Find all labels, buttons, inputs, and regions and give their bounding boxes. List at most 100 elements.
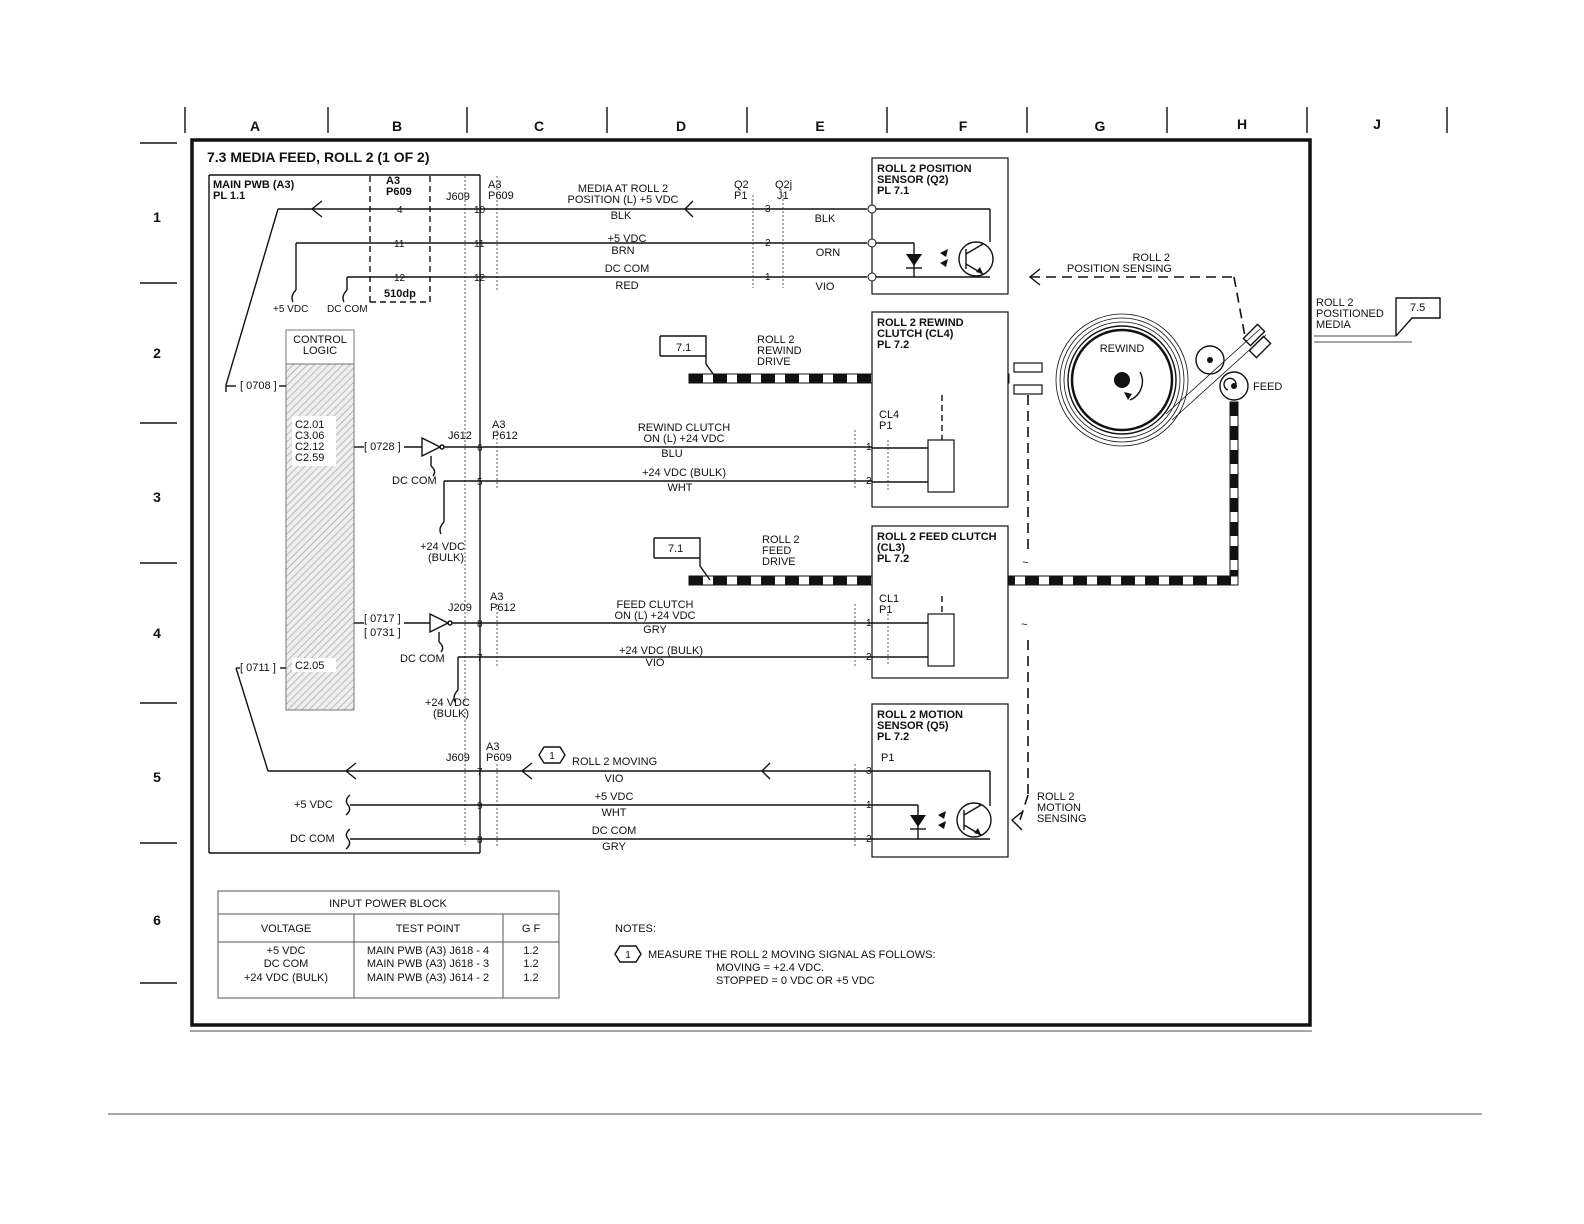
pin-label: 2: [866, 476, 872, 487]
ref-code: [ 0728 ]: [364, 441, 401, 453]
clutch-pl: PL 7.2: [877, 553, 909, 565]
feed-drive: 7.1 ROLL 2 FEED DRIVE: [653, 534, 800, 581]
pin-label: 8: [477, 835, 483, 846]
conn-p609-right: P609: [488, 190, 514, 202]
supply-label: +5 VDC: [294, 799, 333, 811]
note-marker: 1: [625, 950, 631, 961]
input-power-block: INPUT POWER BLOCK VOLTAGE TEST POINT G F…: [217, 890, 560, 999]
logic-code: C2.05: [295, 660, 324, 672]
table-header: G F: [522, 923, 541, 935]
table-cell: 1.2: [523, 945, 538, 957]
row-label: 2: [153, 345, 161, 361]
logic-code: C2.12: [295, 441, 324, 453]
signal-label: ON (L) +24 VDC: [615, 610, 696, 622]
feed-clutch: ROLL 2 FEED CLUTCH (CL3) PL 7.2 CL1 P1: [871, 525, 1009, 679]
pin-label: 10: [474, 205, 486, 216]
pin-label: 3: [765, 204, 771, 215]
sensor-pl: PL 7.2: [877, 731, 909, 743]
col-label: F: [959, 118, 968, 134]
clutch-title: ROLL 2 FEED CLUTCH: [877, 531, 997, 543]
supply-label: DC COM: [400, 653, 445, 665]
break-mark-icon: ~: [1021, 619, 1027, 631]
diagram-frame: [190, 138, 1312, 1027]
motion-sensing-path: ~ ROLL 2 MOTION SENSING: [1010, 619, 1087, 831]
pin-label: 1: [765, 272, 771, 283]
drive-label: ROLL 2: [757, 334, 795, 346]
conn-label: P612: [490, 602, 516, 614]
conn-510dp-label: 510dp: [384, 288, 416, 300]
sensor-pin: P1: [881, 752, 894, 764]
ref-label: 7.5: [1410, 302, 1425, 314]
pin-label: 4: [397, 205, 403, 216]
signal-label: ON (L) +24 VDC: [644, 433, 725, 445]
signal-label: +24 VDC (BULK): [642, 467, 726, 479]
ref-code: [ 0708 ]: [240, 380, 277, 392]
positioned-media-ref: ROLL 2 POSITIONED MEDIA 7.5: [1314, 297, 1441, 343]
control-logic-title: CONTROL: [293, 334, 347, 346]
row-label: 1: [153, 209, 161, 225]
position-sensor: ROLL 2 POSITION SENSOR (Q2) PL 7.1: [867, 157, 1009, 295]
conn-label: J609: [446, 752, 470, 764]
motion-sensor-wiring: [ 0711 ] +5 VDC DC COM J609 A3 P609 7 9 …: [235, 662, 872, 853]
drive-label: REWIND: [757, 345, 802, 357]
pin-label: 6: [477, 443, 483, 454]
sensor-title: SENSOR (Q2): [877, 174, 949, 186]
wire-color: VIO: [646, 657, 665, 669]
light-rays-icon: [938, 811, 946, 829]
supply-label: +24 VDC: [425, 697, 470, 709]
table-header: TEST POINT: [396, 923, 461, 935]
supply-label: DC COM: [327, 304, 368, 315]
notes-title: NOTES:: [615, 923, 656, 935]
table-cell: MAIN PWB (A3) J614 - 2: [367, 972, 489, 984]
signal-label: DC COM: [592, 825, 637, 837]
note-text: MEASURE THE ROLL 2 MOVING SIGNAL AS FOLL…: [648, 949, 936, 961]
pin-label: 2: [866, 834, 872, 845]
ref-code: [ 0731 ]: [364, 627, 401, 639]
clutch-title: ROLL 2 REWIND: [877, 317, 964, 329]
conn-label: J1: [777, 190, 789, 202]
supply-label: DC COM: [290, 833, 335, 845]
rewind-clutch: ROLL 2 REWIND CLUTCH (CL4) PL 7.2 CL4 P1: [871, 311, 1009, 508]
col-label: A: [250, 118, 260, 134]
feed-label: FEED: [1253, 381, 1282, 393]
table-cell: 1.2: [523, 958, 538, 970]
pin-label: 8: [477, 619, 483, 630]
table-title: INPUT POWER BLOCK: [329, 898, 447, 910]
conn-label: Q2: [734, 179, 749, 191]
table-cell: +5 VDC: [267, 945, 306, 957]
break-mark-icon: ~: [1022, 557, 1028, 569]
sensor-title: ROLL 2 MOTION: [877, 709, 963, 721]
signal-label: +24 VDC (BULK): [619, 645, 703, 657]
pin-label: 1: [866, 618, 872, 629]
phototransistor-icon: [956, 802, 992, 838]
logic-code: C3.06: [295, 430, 324, 442]
signal-label: +5 VDC: [595, 791, 634, 803]
clutch-pin: P1: [879, 604, 892, 616]
ref-label: 7.1: [668, 543, 683, 555]
row-grid: 1 2 3 4 5 6: [140, 142, 177, 984]
drive-label: DRIVE: [757, 356, 791, 368]
col-label: D: [676, 118, 686, 134]
conn-label: P612: [492, 430, 518, 442]
feed-clutch-wiring: [ 0717 ] [ 0731 ] DC COM +24 VDC (BULK) …: [354, 591, 872, 720]
pin-label: 7: [477, 653, 483, 664]
supply-label: DC COM: [392, 475, 437, 487]
signal-label: +5 VDC: [608, 233, 647, 245]
position-sensor-wiring: 4 11 12 10 11 12 +5 VDC DC COM MEDIA AT …: [225, 179, 867, 392]
main-pwb-label: MAIN PWB (A3): [213, 179, 295, 191]
signal-label: DC COM: [605, 263, 650, 275]
notes: NOTES: 1 MEASURE THE ROLL 2 MOVING SIGNA…: [614, 923, 936, 987]
signal-label: FEED CLUTCH: [616, 599, 693, 611]
motion-sensor: ROLL 2 MOTION SENSOR (Q5) PL 7.2 P1: [871, 703, 1009, 858]
position-sensing-path: ROLL 2 POSITION SENSING: [1028, 252, 1247, 343]
page-title: 7.3 MEDIA FEED, ROLL 2 (1 OF 2): [207, 149, 429, 165]
table-cell: MAIN PWB (A3) J618 - 3: [367, 958, 489, 970]
conn-label: A3: [492, 419, 505, 431]
pin-label: 2: [765, 238, 771, 249]
ref-label: 7.1: [676, 342, 691, 354]
pin-label: 11: [394, 239, 405, 250]
light-rays-icon: [940, 249, 948, 267]
supply-label: +5 VDC: [273, 304, 308, 315]
control-logic-title: LOGIC: [303, 345, 337, 357]
sensor-title: ROLL 2 POSITION: [877, 163, 972, 175]
